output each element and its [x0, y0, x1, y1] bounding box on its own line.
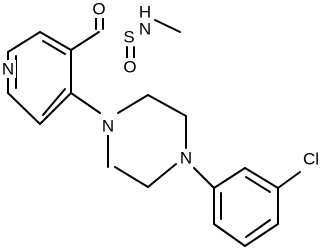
bond	[114, 166, 149, 188]
bond	[39, 31, 72, 51]
bond	[277, 171, 301, 189]
atom-label-piperazine-n-bottom: N	[180, 149, 192, 168]
atom-label-chlorine: Cl	[303, 150, 319, 169]
bond	[39, 92, 72, 125]
bond	[213, 223, 246, 247]
bond	[244, 167, 279, 189]
atom-piperazine-nitrogen-bottom: N	[179, 149, 194, 168]
bond	[244, 223, 279, 247]
atom-label-sulfur: S	[123, 28, 134, 47]
bond-lines	[7, 4, 301, 247]
atom-label-sulfonyl-o-bottom: O	[123, 58, 136, 77]
atom-label-sulfonamide-h: H	[139, 3, 151, 22]
bond	[245, 176, 271, 193]
atom-label-sulfonyl-o-top: O	[92, 0, 105, 19]
bond	[42, 88, 66, 116]
bond	[7, 31, 41, 53]
atom-label-sulfonamide-n: N	[139, 20, 151, 39]
bond	[42, 40, 66, 55]
atom-oxygen-top: O	[92, 0, 107, 19]
bond	[154, 19, 181, 33]
bond	[245, 219, 271, 238]
atom-sulfur: S	[122, 28, 137, 47]
bond	[117, 94, 149, 114]
bond	[147, 163, 177, 188]
atom-piperazine-nitrogen-top: N	[101, 117, 116, 136]
bond	[70, 31, 100, 51]
bond	[7, 92, 41, 125]
atom-label-piperazine-n-top: N	[102, 117, 114, 136]
atom-sulfonamide-nitrogen: H N	[137, 3, 153, 39]
bond	[147, 94, 187, 117]
atom-chlorine: Cl	[298, 150, 325, 169]
atom-pyridine-nitrogen: N	[1, 60, 16, 79]
bond	[70, 92, 101, 114]
bond	[213, 167, 246, 189]
atom-oxygen-bottom: O	[123, 58, 138, 77]
atom-labels: N O O S H N N N Cl	[1, 0, 325, 169]
atom-label-pyridine-n: N	[2, 60, 14, 79]
bond	[193, 167, 215, 189]
